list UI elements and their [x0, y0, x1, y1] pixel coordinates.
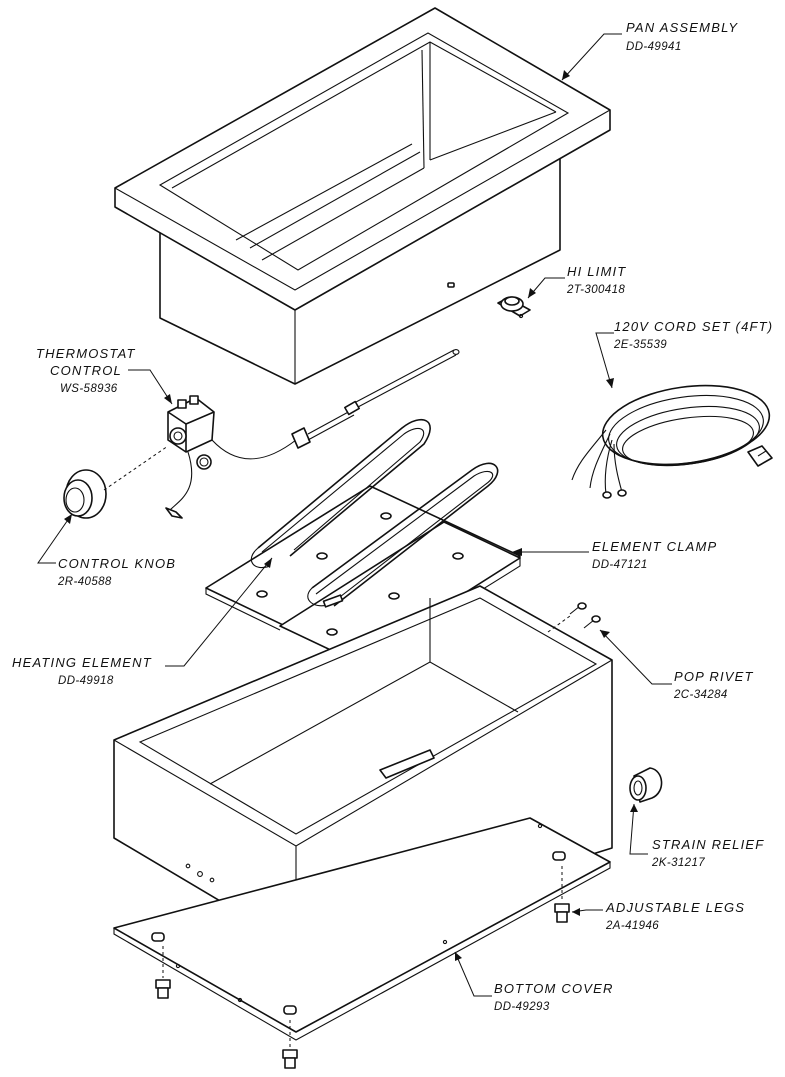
label-element-clamp: ELEMENT CLAMP DD-47121 — [592, 539, 717, 571]
cord-set-number: 2E-35539 — [613, 339, 667, 351]
pan-assembly-drawing — [114, 7, 611, 385]
label-pop-rivet: POP RIVET 2C-34284 — [673, 669, 754, 701]
thermostat-name-line2: CONTROL — [50, 363, 122, 378]
element-clamp-name: ELEMENT CLAMP — [592, 539, 717, 554]
hi-limit-drawing — [497, 296, 531, 319]
control-knob-number: 2R-40588 — [57, 576, 112, 588]
bottom-cover-number: DD-49293 — [494, 1001, 550, 1013]
pan-assembly-number: DD-49941 — [626, 41, 682, 53]
hi-limit-number: 2T-300418 — [566, 284, 625, 296]
bottom-cover-name: BOTTOM COVER — [494, 981, 614, 996]
thermostat-drawing — [165, 349, 460, 519]
adjustable-legs-name: ADJUSTABLE LEGS — [605, 900, 745, 915]
knob-assembly-guide — [103, 445, 169, 491]
element-clamp-drawing — [205, 485, 521, 669]
heating-element-name: HEATING ELEMENT — [12, 655, 152, 670]
pop-rivet-number: 2C-34284 — [673, 689, 728, 701]
rivet-guide — [547, 615, 571, 633]
label-control-knob: CONTROL KNOB 2R-40588 — [57, 556, 176, 588]
label-adjustable-legs: ADJUSTABLE LEGS 2A-41946 — [605, 900, 745, 932]
control-knob-drawing — [63, 469, 107, 519]
heating-element-drawing — [250, 418, 499, 608]
label-hi-limit: HI LIMIT 2T-300418 — [566, 264, 626, 296]
label-cord-set: 120V CORD SET (4FT) 2E-35539 — [613, 319, 773, 351]
heating-element-number: DD-49918 — [58, 675, 114, 687]
strain-relief-drawing — [629, 767, 663, 803]
thermostat-name-line1: THERMOSTAT — [36, 346, 136, 361]
strain-relief-number: 2K-31217 — [651, 857, 705, 869]
adjustable-legs-number: 2A-41946 — [605, 920, 659, 932]
pop-rivet-drawing — [569, 602, 601, 629]
cord-set-name: 120V CORD SET (4FT) — [614, 319, 773, 334]
thermostat-number: WS-58936 — [60, 383, 118, 395]
label-thermostat: THERMOSTAT CONTROL WS-58936 — [36, 346, 136, 395]
pop-rivet-name: POP RIVET — [674, 669, 754, 684]
label-strain-relief: STRAIN RELIEF 2K-31217 — [651, 837, 764, 869]
label-heating-element: HEATING ELEMENT DD-49918 — [12, 655, 152, 687]
leader-lines — [37, 33, 672, 997]
control-knob-name: CONTROL KNOB — [58, 556, 176, 571]
label-pan-assembly: PAN ASSEMBLY DD-49941 — [626, 20, 738, 53]
bottom-cover-drawing — [113, 817, 611, 1041]
adjustable-legs-drawing — [155, 866, 570, 1069]
hi-limit-name: HI LIMIT — [567, 264, 626, 279]
strain-relief-name: STRAIN RELIEF — [652, 837, 764, 852]
label-bottom-cover: BOTTOM COVER DD-49293 — [494, 981, 614, 1013]
cord-set-drawing — [571, 384, 773, 499]
pan-assembly-name: PAN ASSEMBLY — [626, 20, 738, 35]
element-clamp-number: DD-47121 — [592, 559, 648, 571]
